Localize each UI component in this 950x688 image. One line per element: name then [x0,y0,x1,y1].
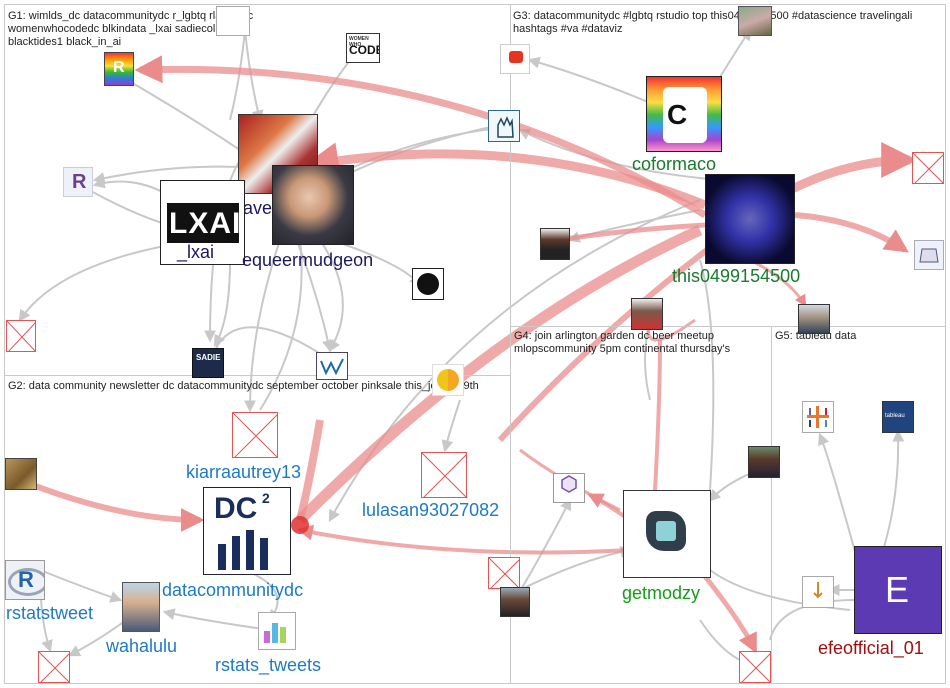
node-g3-topphoto[interactable] [738,6,772,36]
label-kiarraautrey13: kiarraautrey13 [186,462,302,482]
node-lulasan93027082[interactable] [421,452,467,498]
self-loop [291,516,309,534]
coformaco-icon [663,87,707,143]
node-this0499154500[interactable] [705,174,795,264]
node-rstudio[interactable]: R [63,167,93,197]
dc2-logo-text: DC [214,492,258,525]
orange-logo-icon [509,51,523,63]
group-g1-title: G1: wimlds_dc datacommunitydc r_lgbtq rl… [8,10,254,48]
label-coformaco: coformaco [632,154,717,174]
label-this0499154500: this0499154500 [672,266,801,286]
label-ave: ave [243,198,273,218]
rstats-tweets-icon [264,623,286,643]
label-wahalulu: wahalulu [106,636,178,656]
sadie-collective-icon: SADIE [196,353,221,362]
placeholder-x-icon [489,558,519,588]
tableau-public-text: tableau [885,413,905,419]
group-g2-title: G2: data community newsletter dc datacom… [8,380,479,392]
black-in-ai-icon [417,273,439,295]
label-efeofficial-01: efeofficial_01 [818,638,924,658]
rstats-r-icon: R [18,567,34,592]
node-black-in-ai[interactable] [412,268,444,300]
placeholder-x-icon [913,153,943,183]
r-ring-icon [8,568,44,596]
node-sadie[interactable]: SADIE [192,348,224,378]
node-kiarraautrey13[interactable] [232,412,278,458]
placeholder-x-icon [422,453,466,497]
node-g2-left-photo[interactable] [5,458,37,490]
wv-logo-icon [320,358,344,376]
women-who-code-top: WOMEN WHO [349,36,369,48]
circle-logo-icon [437,369,459,391]
placeholder-x-icon [740,652,770,682]
group-g5-title: G5: tableau data [775,330,857,342]
dc2-logo-sup: 2 [262,490,270,506]
label-rstats-tweets: rstats_tweets [215,655,322,675]
node-placeholder-g1-left[interactable] [6,320,36,352]
node-placeholder-g2-bottom[interactable] [38,651,70,683]
node-g5-small[interactable] [802,576,834,608]
raised-fist-icon [497,116,514,138]
modzy-icon-center [656,521,676,541]
lxai-logo-text: LXAI [169,207,242,240]
label-lulasan93027082: lulasan93027082 [362,500,500,520]
node-hexagon-orange[interactable] [500,44,530,74]
node-datacommunitydc[interactable]: DC 2 [203,487,291,575]
node-ted-person[interactable] [631,298,663,330]
tableau-icon [807,406,829,428]
dc2-columns-icon [218,530,268,570]
node-tableau-public[interactable]: tableau [882,401,914,433]
placeholder-x-icon [7,321,35,351]
node-g4-man[interactable] [500,587,530,617]
node-g4-woman[interactable] [748,446,780,478]
node-rstatstweet[interactable]: R [5,560,45,600]
coformaco-glyph: C [667,99,688,130]
label-rstatstweet: rstatstweet [6,603,94,623]
rstudio-r-icon: R [72,171,87,193]
node-lxai[interactable]: LXAI [160,180,245,265]
placeholder-x-icon [39,652,69,682]
node-lgbtq-r[interactable]: R [104,52,134,86]
node-wv[interactable] [316,352,348,380]
node-efeofficial-01[interactable]: E [854,546,942,634]
document-icon [919,248,939,263]
women-who-code-icon: CODE [349,43,379,57]
label-datacommunitydc: datacommunitydc [162,580,304,600]
node-placeholder-g4-bottom[interactable] [739,651,771,683]
node-getmodzy[interactable] [623,490,711,578]
group-g5-box [771,326,946,684]
efe-logo-text: E [885,569,910,610]
node-suit-person[interactable] [540,228,570,260]
node-g3-small-icon[interactable] [914,240,944,270]
r-logo-icon: R [113,59,125,76]
node-raised-fist[interactable] [488,110,520,142]
node-circle-logo[interactable] [432,364,464,396]
node-rstats-tweets[interactable] [258,612,296,650]
node-placeholder-g3-right[interactable] [912,152,944,184]
node-tableau[interactable] [802,401,834,433]
group-g4-title: G4: join arlington garden dc beer meetup… [514,330,731,355]
placeholder-x-icon [233,413,277,457]
node-wahalulu[interactable] [122,582,160,632]
node-unknown-top[interactable] [216,6,250,36]
group-g3-title: G3: datacommunitydc #lgbtq rstudio top t… [513,10,913,35]
node-placeholder-g4-left[interactable] [488,557,520,589]
node-women-who-code[interactable]: WOMEN WHO CODE [346,33,380,63]
lxai-logo-bg [167,203,239,243]
label-lxai: _lxai [177,242,215,262]
label-equeermudgeon: equeermudgeon [242,250,374,270]
node-coformaco[interactable]: C [646,76,722,152]
node-equeermudgeon[interactable] [272,165,354,245]
label-getmodzy: getmodzy [622,583,701,603]
node-g3-bottom-person[interactable] [798,304,830,334]
node-mlops[interactable] [553,473,585,503]
g5-logo-icon [813,582,823,599]
mlops-icon [561,475,577,493]
